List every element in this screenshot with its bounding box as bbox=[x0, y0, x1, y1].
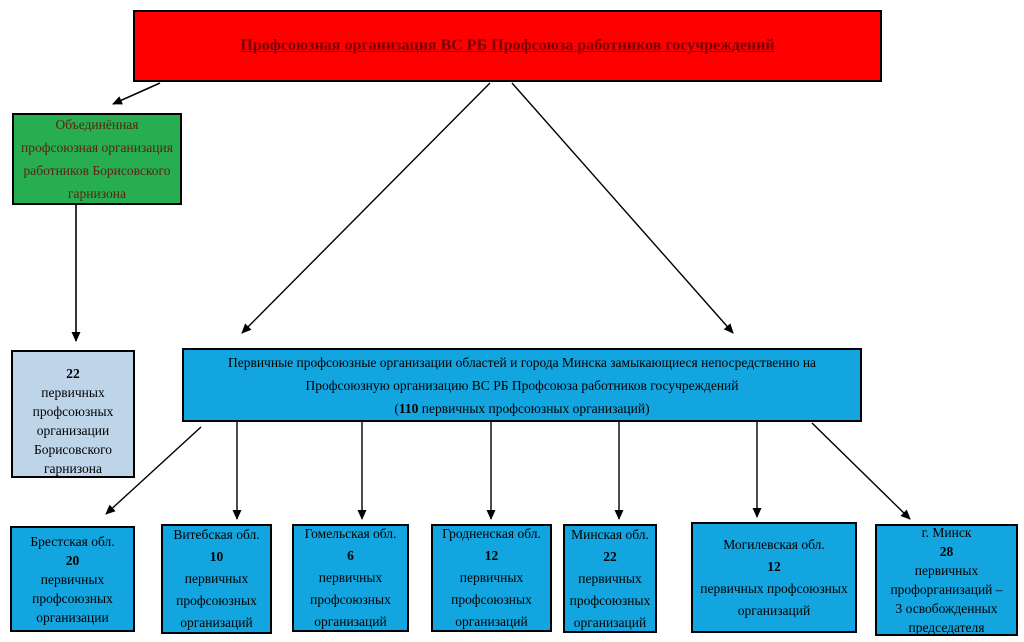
region-name: Могилевская обл. bbox=[723, 536, 825, 552]
borisov-line: организации bbox=[36, 423, 110, 438]
united-org-line: профсоюзная организация bbox=[21, 140, 173, 155]
arrow-root-to-hub-left bbox=[241, 82, 491, 334]
region-line: первичных bbox=[578, 570, 642, 586]
region-line: первичных bbox=[459, 570, 524, 585]
arrow-root-to-united bbox=[112, 82, 161, 105]
hub-line-2: Профсоюзную организацию ВС РБ Профсоюза … bbox=[305, 377, 739, 393]
region-count: 10 bbox=[209, 549, 224, 564]
united-org-line: работников Борисовского bbox=[23, 163, 171, 178]
region-count: 22 bbox=[603, 548, 617, 564]
region-line: первичных bbox=[184, 571, 249, 586]
united-org-line: гарнизона bbox=[68, 186, 126, 201]
region-box-minsk-obl: Минская обл. 22 первичных профсоюзных ор… bbox=[563, 524, 657, 633]
region-count: 20 bbox=[65, 552, 80, 568]
region-line: первичных bbox=[914, 563, 979, 578]
region-count: 12 bbox=[484, 548, 499, 563]
region-name: Гомельская обл. bbox=[304, 526, 397, 541]
region-line: профсоюзных bbox=[569, 592, 651, 608]
region-box-brest: Брестская обл. 20 первичных профсоюзных … bbox=[10, 526, 135, 632]
region-line: профсоюзных bbox=[176, 593, 257, 608]
region-box-minsk-city: г. Минск 28 первичных профорганизаций – … bbox=[875, 524, 1018, 636]
region-line: профорганизаций – bbox=[890, 582, 1003, 597]
region-line: организаций bbox=[455, 614, 528, 629]
region-name: Минская обл. bbox=[571, 526, 649, 542]
hub-line-1: Первичные профсоюзные организации област… bbox=[227, 354, 817, 370]
united-org-box: Объединённая профсоюзная организация раб… bbox=[12, 113, 182, 205]
borisov-line: гарнизона bbox=[44, 461, 102, 476]
region-line: профсоюзных bbox=[32, 590, 113, 606]
region-line: профсоюзных bbox=[451, 592, 532, 607]
arrow-root-to-hub-right bbox=[511, 82, 734, 334]
region-name: г. Минск bbox=[921, 525, 972, 540]
borisov-primary-box: 22 первичных профсоюзных организации Бор… bbox=[11, 350, 135, 478]
region-name: Гродненская обл. bbox=[442, 526, 541, 541]
root-org-title: Профсоюзная организация ВС РБ Профсоюза … bbox=[240, 37, 775, 54]
region-line: профсоюзных bbox=[310, 592, 391, 607]
region-count: 12 bbox=[767, 558, 781, 574]
borisov-line: первичных bbox=[41, 385, 105, 400]
region-line: организаций bbox=[737, 602, 811, 618]
region-line: организаций bbox=[314, 614, 387, 629]
arrow-hub-to-minsk-city bbox=[811, 422, 911, 520]
region-box-mogilev: Могилевская обл. 12 первичных профсоюзны… bbox=[691, 522, 857, 633]
region-line: первичных bbox=[318, 570, 383, 585]
borisov-line: профсоюзных bbox=[32, 404, 114, 419]
region-line: 3 освобожденных bbox=[895, 601, 998, 616]
region-line: организации bbox=[36, 609, 109, 625]
borisov-line: Борисовского bbox=[33, 442, 113, 457]
region-box-grodno: Гродненская обл. 12 первичных профсоюзны… bbox=[431, 524, 552, 632]
region-name: Брестская обл. bbox=[30, 533, 115, 549]
borisov-count: 22 bbox=[66, 366, 80, 381]
root-org-box: Профсоюзная организация ВС РБ Профсоюза … bbox=[133, 10, 882, 82]
hub-count: 110 bbox=[398, 400, 419, 416]
region-box-gomel: Гомельская обл. 6 первичных профсоюзных … bbox=[292, 524, 409, 632]
region-line: организаций bbox=[573, 614, 647, 630]
united-org-line: Объединённая bbox=[55, 117, 139, 132]
region-count: 28 bbox=[939, 544, 954, 559]
region-line: организаций bbox=[180, 615, 253, 630]
region-box-vitebsk: Витебская обл. 10 первичных профсоюзных … bbox=[161, 524, 272, 634]
region-name: Витебская обл. bbox=[173, 527, 260, 542]
arrow-hub-to-brest bbox=[105, 426, 202, 515]
region-line: председателя bbox=[908, 620, 985, 635]
region-line: первичных профсоюзных bbox=[700, 580, 848, 596]
region-line: первичных bbox=[40, 571, 105, 587]
regional-hub-box: Первичные профсоюзные организации област… bbox=[182, 348, 862, 422]
region-count: 6 bbox=[347, 548, 354, 563]
hub-line-3: (110 первичных профсоюзных организаций) bbox=[394, 400, 650, 416]
